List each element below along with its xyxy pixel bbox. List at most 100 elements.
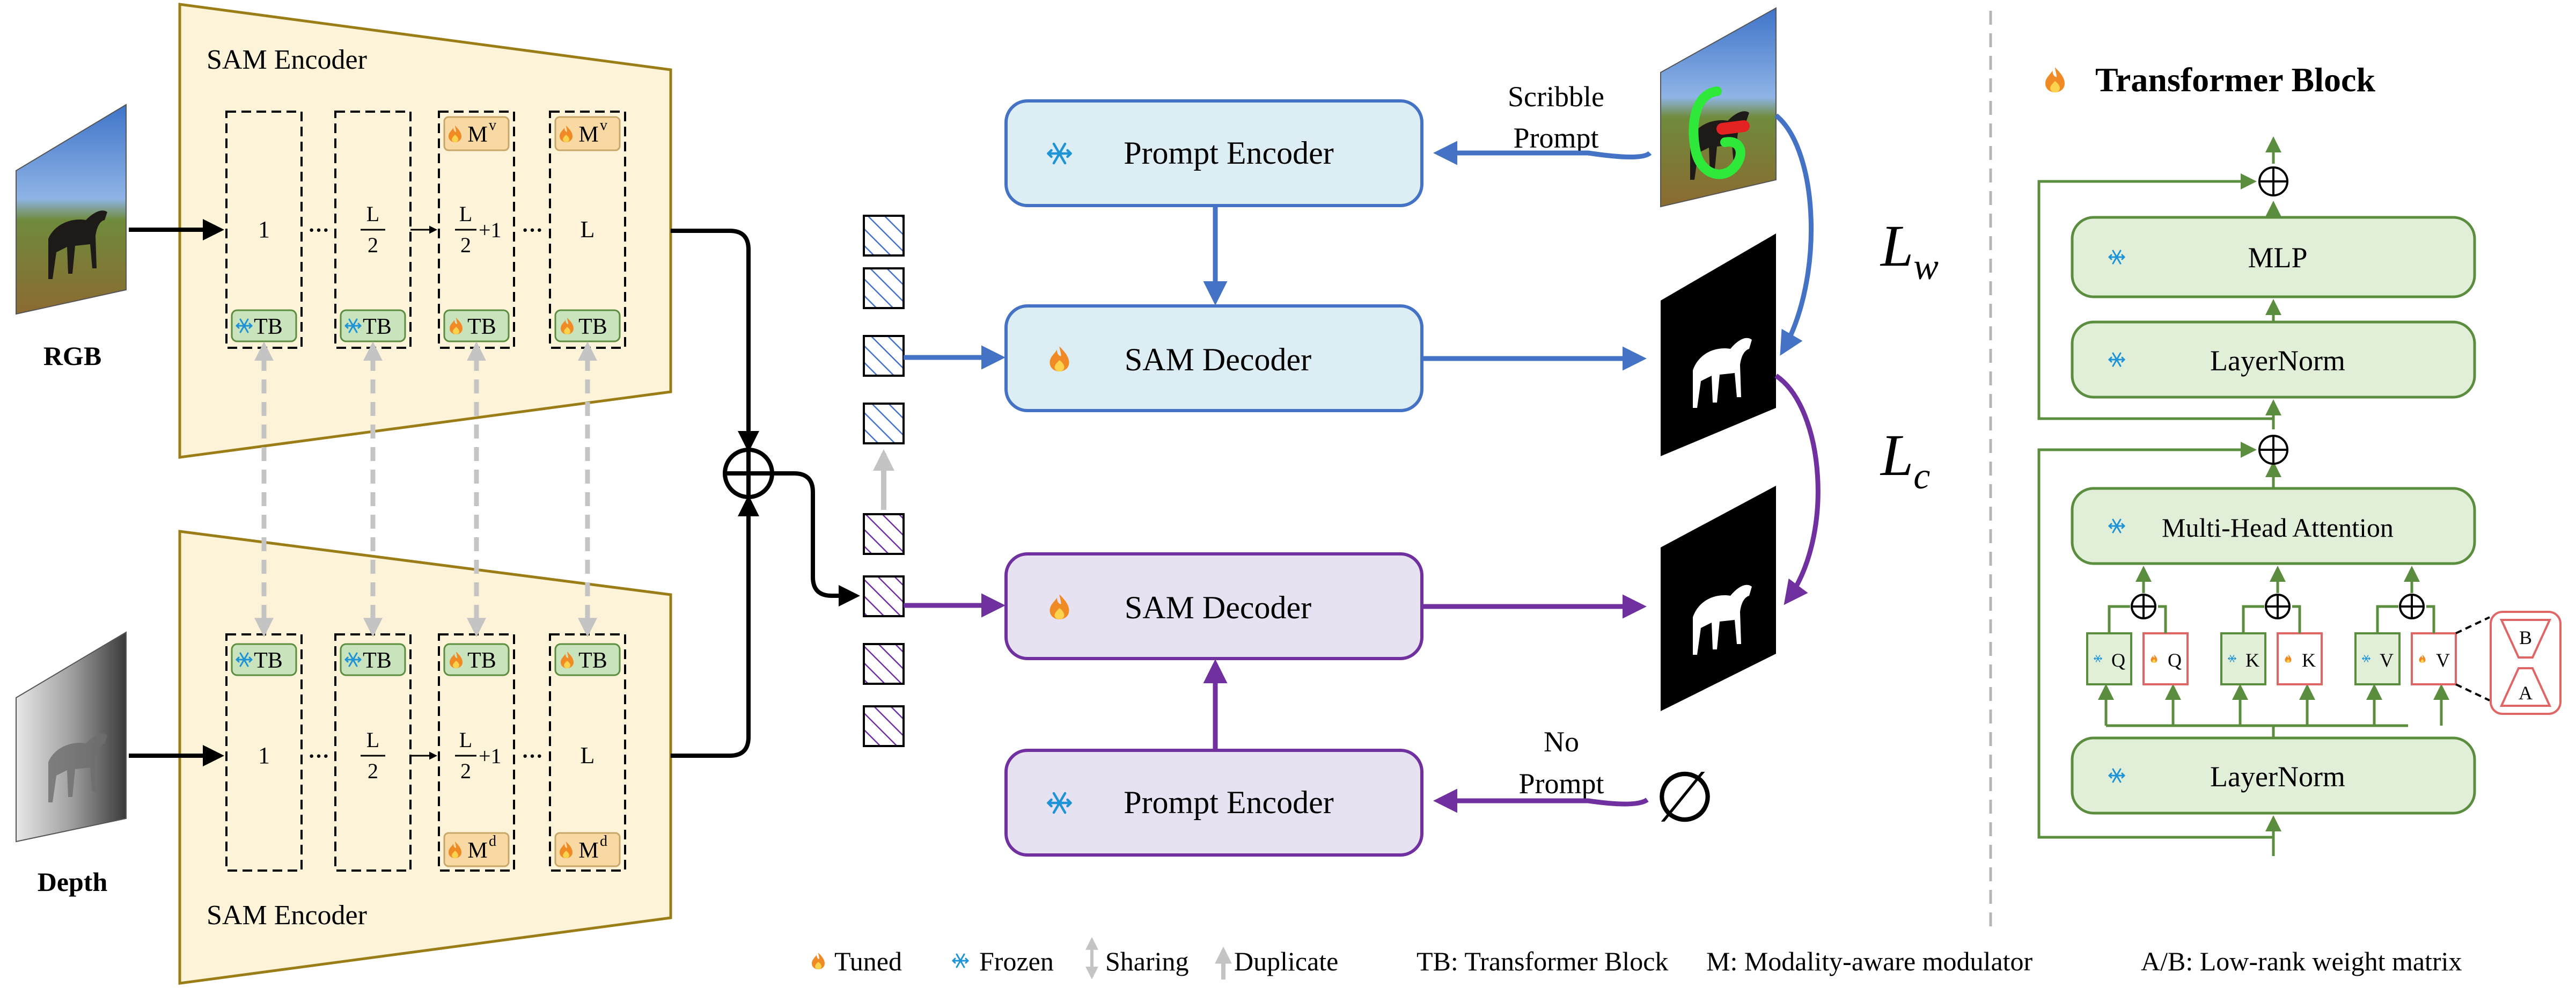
depth-label: Depth xyxy=(38,867,108,897)
layer-half2-num-bottom: L xyxy=(459,728,472,752)
tb-top-4: TB xyxy=(554,309,621,342)
layer-half2-den-top: 2 xyxy=(460,233,471,257)
transformer-flow xyxy=(2037,136,2408,856)
k-tuned xyxy=(2277,632,2323,685)
sum-node-lower xyxy=(2258,435,2288,465)
svg-text:d: d xyxy=(600,833,607,850)
sum-node-v xyxy=(2399,594,2425,619)
svg-text:Q: Q xyxy=(2111,649,2125,671)
layer-half-num-bottom: L xyxy=(366,728,379,752)
prompt-encoder-top: Prompt Encoder xyxy=(1004,99,1423,207)
svg-text:V: V xyxy=(2436,649,2450,671)
svg-text:v: v xyxy=(600,117,607,134)
scribble-label-1: Scribble xyxy=(1508,81,1604,113)
tb-top-2: TB xyxy=(340,309,406,342)
tb-bottom-3: TB xyxy=(443,643,510,676)
ellipsis-bottom-1: ··· xyxy=(308,744,329,768)
layer-plus-one-bottom: +1 xyxy=(479,744,502,768)
layer-1-bottom: 1 xyxy=(258,742,270,769)
svg-text:TB: TB xyxy=(578,648,607,673)
legend-flake-icon xyxy=(952,953,969,968)
sam-encoder-top-label: SAM Encoder xyxy=(207,45,367,75)
tb-top-3: TB xyxy=(443,309,510,342)
svg-text:d: d xyxy=(489,833,496,850)
layer-plus-one-top: +1 xyxy=(479,218,502,242)
modulator-d-1: M d xyxy=(443,832,510,867)
lora-ab-detail: B A xyxy=(2455,611,2562,715)
mask-top xyxy=(1661,233,1776,456)
svg-text:K: K xyxy=(2245,649,2259,671)
legend-flame-icon xyxy=(812,953,825,969)
tb-bottom-4: TB xyxy=(554,643,621,676)
ellipsis-top-2: ··· xyxy=(522,218,543,242)
sharing-arrows xyxy=(254,341,597,638)
legend-m: M: Modality-aware modulator xyxy=(1706,946,2033,976)
token-stack-blue xyxy=(863,215,905,444)
sam-encoder-bottom-label: SAM Encoder xyxy=(207,900,367,931)
tb-bottom-2: TB xyxy=(340,643,406,676)
svg-text:TB: TB xyxy=(467,648,496,673)
ellipsis-top-1: ··· xyxy=(308,218,329,242)
scribble-image xyxy=(1660,7,1777,208)
svg-text:Prompt Encoder: Prompt Encoder xyxy=(1124,785,1334,820)
empty-set-symbol: ∅ xyxy=(1654,759,1715,837)
svg-text:M: M xyxy=(467,122,487,147)
loss-lw: Lw xyxy=(1880,213,1939,288)
svg-text:TB: TB xyxy=(363,315,392,339)
rgb-label: RGB xyxy=(43,341,101,371)
tb-top-1: TB xyxy=(231,309,297,342)
layer-last-bottom: L xyxy=(581,742,595,769)
svg-text:V: V xyxy=(2380,649,2394,671)
svg-text:K: K xyxy=(2302,649,2316,671)
svg-text:TB: TB xyxy=(363,648,392,673)
legend-sharing: Sharing xyxy=(1105,946,1189,976)
svg-text:SAM Decoder: SAM Decoder xyxy=(1125,342,1311,377)
prompt-encoder-bottom: Prompt Encoder xyxy=(1004,749,1423,857)
legend-tuned: Tuned xyxy=(834,946,902,976)
svg-text:M: M xyxy=(578,838,598,863)
modulator-v-2: M v xyxy=(554,116,621,151)
rgb-image xyxy=(16,104,127,315)
legend-ab: A/B: Low-rank weight matrix xyxy=(2141,946,2462,976)
layer-half-den-top: 2 xyxy=(368,233,378,257)
no-prompt-label-2: Prompt xyxy=(1518,768,1604,800)
svg-text:LayerNorm: LayerNorm xyxy=(2210,345,2345,377)
sam-encoder-bottom xyxy=(178,530,672,985)
loss-lc: Lc xyxy=(1880,422,1930,497)
layer-half2-num-top: L xyxy=(459,202,472,226)
layer-1-top: 1 xyxy=(258,216,270,243)
svg-text:Multi-Head Attention: Multi-Head Attention xyxy=(2162,513,2394,543)
tb-bottom-1: TB xyxy=(231,643,297,676)
layer-last-top: L xyxy=(581,216,595,243)
svg-text:Prompt Encoder: Prompt Encoder xyxy=(1124,135,1334,171)
mask-bottom xyxy=(1661,486,1776,711)
transformer-block: MLP LayerNorm Multi-Head Attention Layer… xyxy=(2071,216,2476,815)
v-tuned xyxy=(2411,632,2457,685)
q-tuned xyxy=(2142,632,2189,685)
sum-node-q xyxy=(2131,594,2156,619)
sam-decoder-top: SAM Decoder xyxy=(1004,304,1423,412)
svg-text:M: M xyxy=(578,122,598,147)
svg-text:B: B xyxy=(2519,627,2532,648)
svg-text:v: v xyxy=(489,117,496,134)
svg-text:TB: TB xyxy=(254,648,283,673)
svg-text:TB: TB xyxy=(254,315,283,339)
svg-text:Q: Q xyxy=(2168,649,2182,671)
ellipsis-bottom-2: ··· xyxy=(522,744,543,768)
no-prompt-label-1: No xyxy=(1544,726,1579,758)
legend-tb: TB: Transformer Block xyxy=(1417,946,1668,976)
modulator-v-1: M v xyxy=(443,116,510,151)
sum-node-upper xyxy=(2258,166,2288,196)
svg-text:M: M xyxy=(467,838,487,863)
fusion-sum-node xyxy=(723,448,774,499)
svg-text:A: A xyxy=(2519,682,2533,704)
scribble-label-2: Prompt xyxy=(1513,122,1598,154)
transformer-title: Transformer Block xyxy=(2095,61,2375,99)
modulator-d-2: M d xyxy=(554,832,621,867)
qkv-modules: Q Q K K V V xyxy=(2086,566,2457,726)
legend-duplicate: Duplicate xyxy=(1234,946,1338,976)
legend: Tuned Frozen Sharing Duplicate TB: Trans… xyxy=(812,937,2462,980)
depth-image xyxy=(16,631,127,843)
svg-text:MLP: MLP xyxy=(2248,242,2307,274)
